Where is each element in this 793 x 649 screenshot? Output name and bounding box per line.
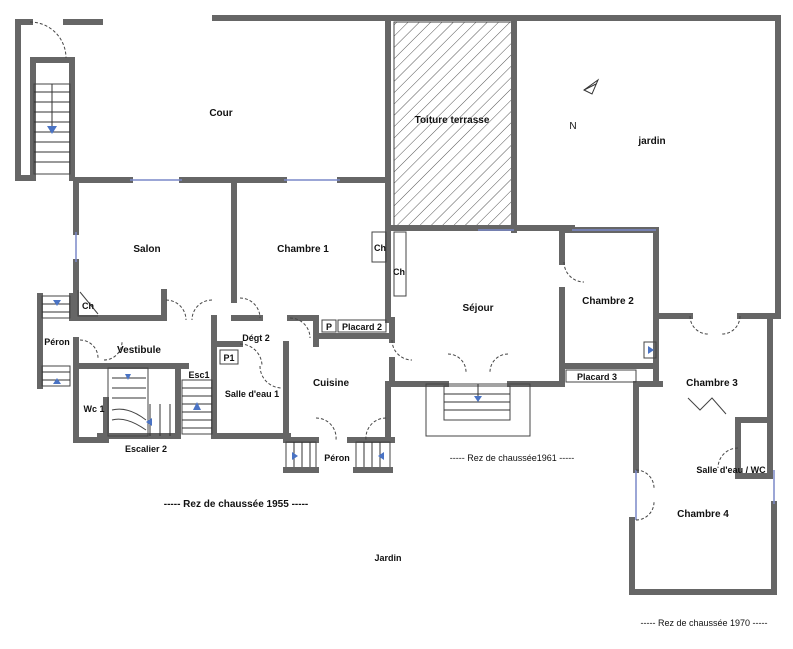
- stair-arrow-icon: [474, 396, 482, 402]
- label-esc1: Esc1: [188, 370, 209, 380]
- label-jardin-sud: Jardin: [374, 553, 401, 563]
- stair-arrow-icon: [193, 402, 201, 410]
- small-stair-chambre2: [643, 341, 657, 359]
- label-chambre1: Chambre 1: [277, 244, 329, 255]
- stair-arrow-icon: [292, 452, 298, 460]
- label-ch-a: Ch: [374, 243, 386, 253]
- label-sejour: Séjour: [462, 303, 493, 314]
- stairs-escalier2: [107, 367, 171, 437]
- stairs-sejour: [425, 383, 531, 437]
- doors: [29, 21, 741, 521]
- label-toiture-terrasse: Toiture terrasse: [415, 115, 490, 126]
- label-p1: P1: [223, 353, 234, 363]
- label-wc1: Wc 1: [83, 404, 104, 414]
- label-cuisine: Cuisine: [313, 378, 350, 389]
- stairs-peron-south: [283, 441, 393, 473]
- label-salon: Salon: [133, 244, 160, 255]
- label-salle-eau1: Salle d'eau 1: [225, 389, 279, 399]
- label-salle-eau-wc: Salle d'eau / WC: [696, 465, 766, 475]
- label-chambre2: Chambre 2: [582, 296, 634, 307]
- stair-arrow-icon: [47, 126, 57, 134]
- stairs-esc1: [181, 379, 213, 435]
- label-peron-south: Péron: [324, 453, 350, 463]
- stair-arrow-icon: [53, 300, 61, 306]
- label-period-1961: ----- Rez de chaussée1961 -----: [450, 453, 575, 463]
- placard3-box: [565, 369, 637, 383]
- label-degt2: Dégt 2: [242, 333, 270, 343]
- label-north: N: [569, 121, 576, 132]
- label-ch-c: Ch: [82, 301, 94, 311]
- label-placard2: Placard 2: [342, 322, 382, 332]
- ch-closet-vestibule: [77, 290, 99, 317]
- placard2-box: [337, 319, 387, 333]
- label-chambre4: Chambre 4: [677, 509, 729, 520]
- north-arrow-icon: [583, 78, 600, 95]
- label-p: P: [326, 322, 332, 332]
- stairs-peron-west: [41, 295, 71, 387]
- labels: Cour Toiture terrasse jardin N Jardin Sa…: [44, 108, 767, 628]
- label-vestibule: Vestibule: [117, 345, 161, 356]
- stair-arrow-icon: [125, 374, 131, 380]
- label-escalier2: Escalier 2: [125, 444, 167, 454]
- label-placard3: Placard 3: [577, 372, 617, 382]
- label-jardin-nord: jardin: [637, 136, 665, 147]
- stair-arrow-icon: [53, 378, 61, 384]
- stair-arrow-icon: [378, 452, 384, 460]
- stairs-north: [33, 83, 71, 175]
- label-peron-west: Péron: [44, 337, 70, 347]
- walls: [15, 15, 781, 595]
- toiture-terrasse-area: [393, 21, 515, 231]
- label-period-1955: ----- Rez de chaussée 1955 -----: [164, 499, 308, 510]
- windows: [75, 179, 775, 520]
- label-period-1970: ----- Rez de chaussée 1970 -----: [640, 618, 767, 628]
- label-cour: Cour: [209, 108, 232, 119]
- placard-p-box: [321, 319, 337, 333]
- stair-arrow-icon: [146, 418, 152, 426]
- p1-box: [219, 349, 239, 365]
- label-chambre3: Chambre 3: [686, 378, 738, 389]
- label-ch-b: Ch: [393, 267, 405, 277]
